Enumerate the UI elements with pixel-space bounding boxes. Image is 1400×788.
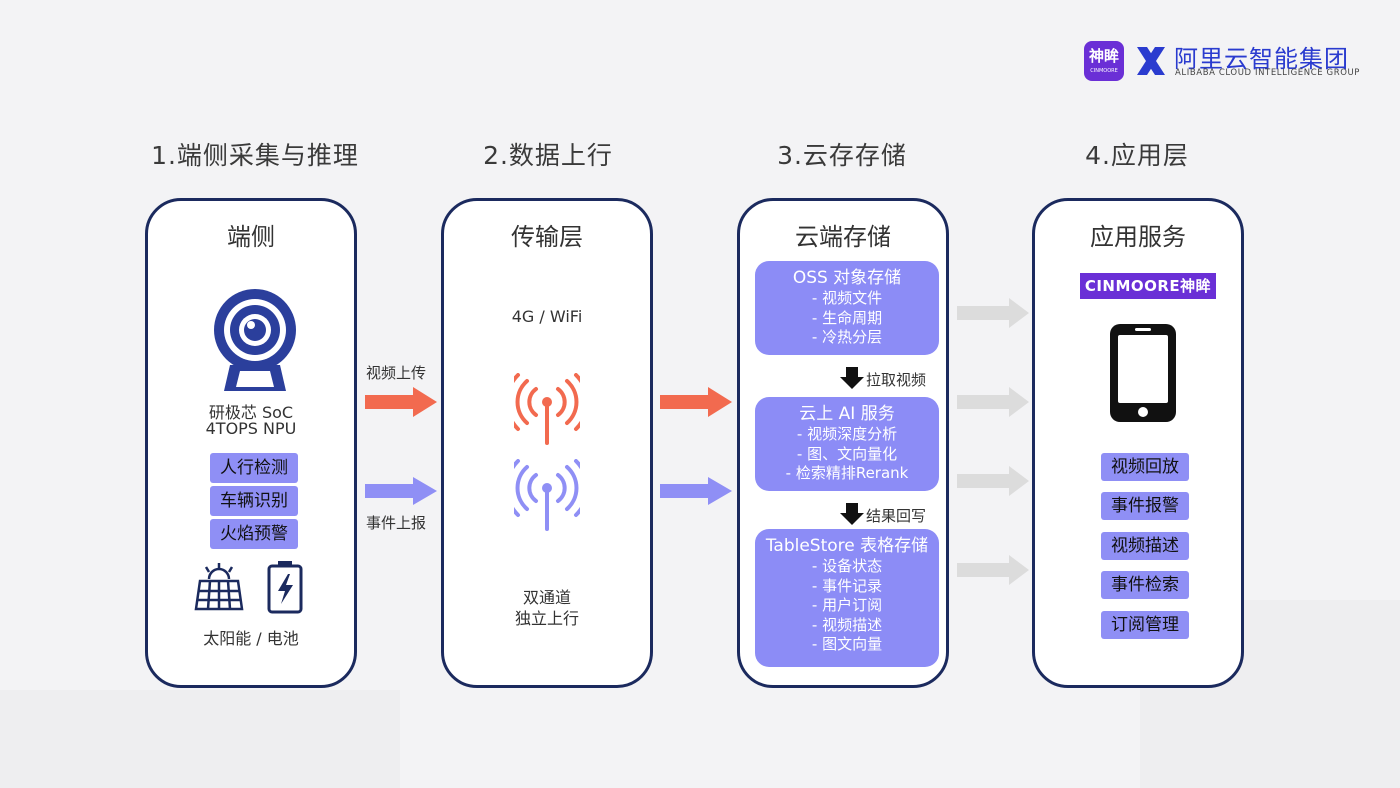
service-alarm: 事件报警 (1101, 492, 1189, 520)
tablestore-item: - 视频描述 (811, 615, 883, 634)
stage-title-4: 4.应用层 (1085, 141, 1189, 170)
report-event-arrow (365, 477, 437, 505)
service-description: 视频描述 (1101, 532, 1189, 560)
stage-title-2: 2.数据上行 (483, 141, 613, 170)
tablestore-item: - 事件记录 (811, 576, 883, 595)
brand-badge-sub: CINMOORE (1090, 68, 1118, 74)
tablestore-item: - 图文向量 (811, 635, 883, 653)
tablestore-header: TableStore 表格存储 (765, 536, 929, 556)
chip-line-1: 研极芯 SoC (208, 403, 294, 422)
ai-header: 云上 AI 服务 (799, 404, 895, 424)
alibaba-cloud-x-icon (1137, 47, 1165, 75)
tablestore-item: - 设备状态 (811, 557, 883, 575)
down-arrow-icon (840, 503, 864, 525)
solar-panel-icon (194, 563, 244, 611)
chip-line-2: 4TOPS NPU (205, 419, 297, 438)
transport-title: 传输层 (511, 223, 583, 251)
gray-arrow (957, 298, 1029, 328)
oss-header: OSS 对象存储 (792, 268, 902, 288)
upload-video-label: 视频上传 (366, 364, 427, 382)
edge-tag-fire: 火焰预警 (210, 519, 298, 549)
edge-title: 端侧 (227, 223, 275, 251)
writeback-label: 结果回写 (866, 507, 927, 525)
battery-icon (267, 561, 303, 614)
blue-signal-icon (514, 459, 580, 531)
group-name-cn: 阿里云智能集团 (1174, 45, 1349, 73)
edge-tag-pedestrian: 人行检测 (210, 453, 298, 483)
service-search: 事件检索 (1101, 571, 1189, 599)
report-event-label: 事件上报 (366, 514, 427, 532)
ai-item: - 图、文向量化 (796, 444, 898, 463)
ai-service-box: 云上 AI 服务 - 视频深度分析 - 图、文向量化 - 检索精排Rerank (755, 397, 939, 491)
edge-tag-vehicle: 车辆识别 (210, 486, 298, 516)
bg-decoration (0, 690, 400, 788)
channel-note-2: 独立上行 (514, 609, 579, 628)
tablestore-box: TableStore 表格存储 - 设备状态 - 事件记录 - 用户订阅 - 视… (755, 529, 939, 667)
camera-icon (214, 289, 296, 391)
edge-panel: 端侧 研极芯 SoC 4TOPS NPU 人行检测 车辆识别 火焰预警 太阳能 … (145, 198, 357, 688)
app-title: 应用服务 (1090, 223, 1186, 251)
oss-item: - 生命周期 (811, 308, 883, 327)
stage-title-1: 1.端侧采集与推理 (151, 141, 359, 170)
video-upstream-arrow (660, 387, 732, 417)
ai-item: - 检索精排Rerank (785, 464, 909, 482)
stage-title-3: 3.云存存储 (777, 141, 907, 170)
channel-note-1: 双通道 (522, 588, 571, 607)
brand-badge-text: 神眸 (1088, 47, 1119, 65)
network-label: 4G / WiFi (511, 307, 583, 326)
group-name-en: ALIBABA CLOUD INTELLIGENCE GROUP (1175, 68, 1361, 78)
gray-arrow (957, 555, 1029, 585)
pull-video-label: 拉取视频 (866, 371, 927, 389)
app-panel: 应用服务 CINMOORE神眸 视频回放 事件报警 视频描述 事件检索 订阅管理 (1032, 198, 1244, 688)
gray-arrow (957, 387, 1029, 417)
oss-item: - 冷热分层 (811, 328, 883, 346)
transport-panel: 传输层 4G / WiFi 双通道 独立上行 (441, 198, 653, 688)
cloud-title: 云端存储 (795, 223, 891, 251)
tablestore-item: - 用户订阅 (811, 596, 883, 614)
down-arrow-icon (840, 367, 864, 389)
cloud-panel: 云端存储 OSS 对象存储 - 视频文件 - 生命周期 - 冷热分层 拉取视频 … (737, 198, 949, 688)
gray-arrow (957, 466, 1029, 496)
event-upstream-arrow (660, 477, 732, 505)
service-playback: 视频回放 (1101, 453, 1189, 481)
red-signal-icon (514, 373, 580, 445)
brand-badge: 神眸 CINMOORE (1084, 41, 1124, 81)
upload-video-arrow (365, 387, 437, 417)
cinmoore-logo: CINMOORE神眸 (1080, 273, 1216, 299)
oss-item: - 视频文件 (811, 289, 883, 307)
power-label: 太阳能 / 电池 (203, 629, 299, 648)
smartphone-icon (1110, 324, 1176, 422)
service-subscription: 订阅管理 (1101, 611, 1189, 639)
ai-item: - 视频深度分析 (796, 425, 898, 443)
oss-box: OSS 对象存储 - 视频文件 - 生命周期 - 冷热分层 (755, 261, 939, 355)
